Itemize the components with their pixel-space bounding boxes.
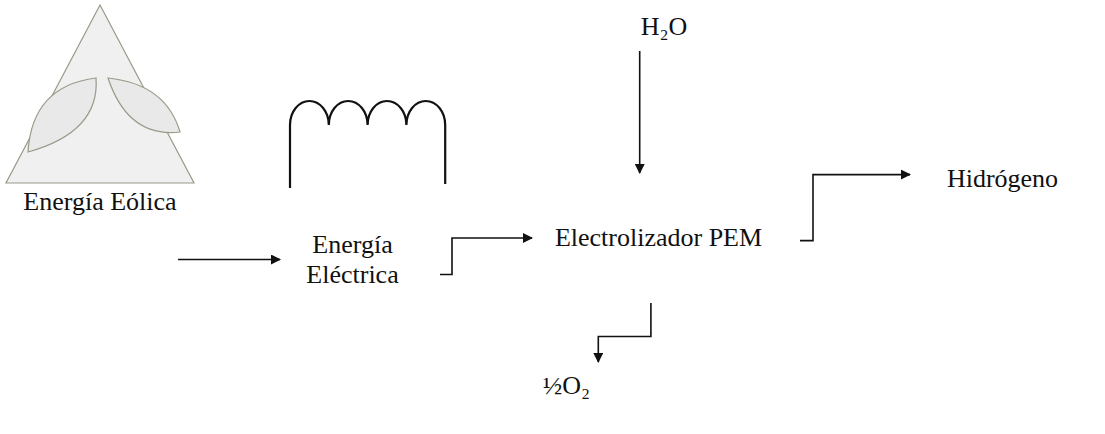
node-label: ½O₂ [543, 371, 590, 401]
text-area: Electrolizador PEM [532, 173, 785, 303]
flow-arrow [440, 238, 532, 275]
node-label: H₂O [641, 12, 688, 42]
hydrogen-tank-cylinder-outline [910, 98, 1095, 330]
flow-arrow [639, 51, 641, 173]
electric-energy-box: Energía Eléctrica [280, 182, 440, 322]
text-area: Hidrógeno [910, 164, 1095, 194]
hydrogen-tank-cylinder: Hidrógeno [910, 98, 1095, 330]
node-label: Electrolizador PEM [555, 223, 762, 253]
text-area: Energía Eléctrica [280, 197, 425, 322]
text-area: Energía Eólica [22, 187, 178, 217]
wind-energy-cylinder: Energía Eólica [22, 62, 178, 327]
oxygen-output-box: ½O₂ [503, 362, 630, 410]
coil-symbol [290, 101, 445, 188]
text-area: ½O₂ [503, 362, 630, 410]
flow-arrow [598, 303, 651, 362]
node-label: Hidrógeno [947, 164, 1058, 194]
flow-arrow [178, 259, 280, 261]
text-area: H₂O [588, 3, 740, 51]
node-label: Energía Eléctrica [280, 230, 425, 290]
wind-turbine-icon [6, 5, 194, 183]
electrolyzer-box: Electrolizador PEM [532, 158, 800, 303]
water-input-box: H₂O [588, 3, 740, 51]
flow-arrow [800, 175, 910, 241]
node-label: Energía Eólica [23, 187, 176, 217]
